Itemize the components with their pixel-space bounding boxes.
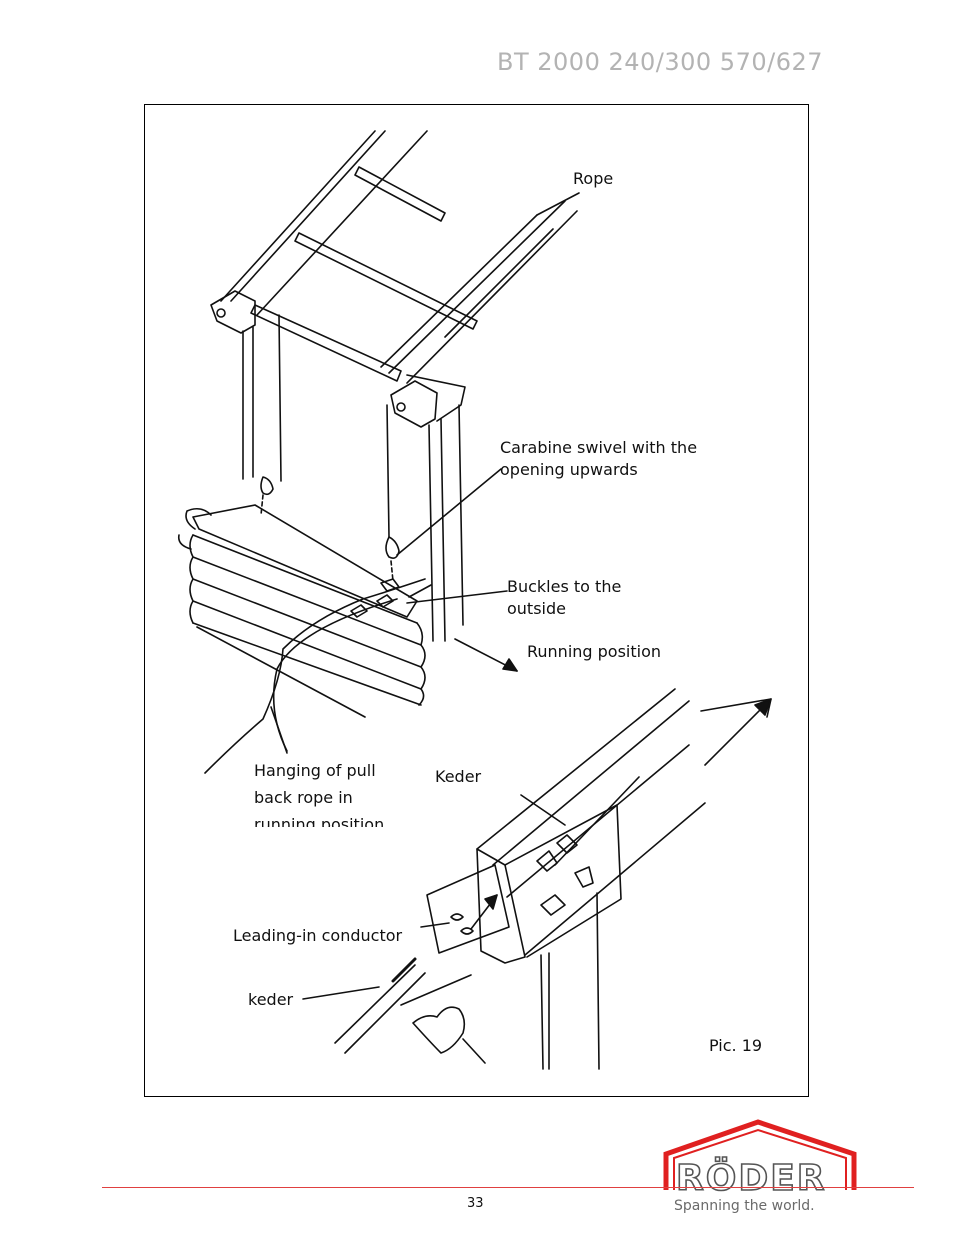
keder-stripe	[391, 957, 417, 983]
lower-keder-1	[334, 964, 416, 1044]
post-1	[540, 954, 544, 1070]
figure-caption: Pic. 19	[709, 1036, 763, 1055]
dashed-drop-right	[390, 560, 394, 582]
carriage-front	[504, 804, 622, 958]
keder-rail-bottom	[524, 802, 706, 956]
figure-frame: Rope Carabine swivel with the opening up…	[144, 104, 809, 1097]
page-number: 33	[467, 1196, 484, 1211]
label-hanging: Hanging of pull back rope in running pos…	[254, 757, 384, 827]
bolt-right	[396, 402, 406, 412]
cover-flap	[177, 507, 212, 550]
pull-back-rope	[204, 578, 426, 774]
cover-fold-5	[192, 622, 422, 706]
leg-3	[278, 314, 282, 482]
lower-keder-2	[344, 972, 426, 1054]
cover-fold-2	[192, 556, 422, 646]
wing-nut-4	[574, 866, 594, 888]
carriage-body	[476, 848, 526, 964]
house-roof-icon	[663, 1119, 857, 1190]
carabine-right	[385, 536, 400, 559]
technical-drawing	[177, 130, 772, 1070]
keder-guide	[400, 974, 472, 1006]
rail-right-inner2	[444, 228, 554, 338]
label-carabine: Carabine swivel with the opening upwards	[500, 437, 697, 481]
leader-leading-in	[420, 922, 450, 928]
label-buckles-line2: outside	[507, 599, 566, 618]
label-buckles: Buckles to the outside	[507, 576, 621, 620]
leg-7	[458, 404, 464, 626]
bracket-left	[210, 290, 256, 334]
dashed-drop-left	[260, 494, 264, 516]
rail-right-outer	[388, 200, 566, 374]
label-keder-upper: Keder	[435, 767, 482, 786]
crossbeam-top	[354, 166, 446, 222]
rope-end	[408, 584, 432, 598]
cover-top	[192, 504, 418, 618]
rail-right-inner	[406, 210, 578, 384]
leg-5	[428, 424, 434, 642]
carriage-box	[426, 864, 510, 954]
post-3	[596, 892, 600, 1070]
upward-arrow-line	[704, 700, 770, 766]
cover-right-edge	[416, 622, 426, 706]
bracket-right	[390, 380, 438, 428]
label-carabine-line2: opening upwards	[500, 460, 638, 479]
cover-bottom	[196, 626, 366, 718]
rail-left-inner	[230, 130, 386, 302]
leader-rope	[536, 192, 580, 216]
label-running-position: Running position	[527, 642, 662, 661]
label-carabine-line1: Carabine swivel with the	[500, 438, 698, 457]
keder-rail-top2	[492, 700, 690, 866]
label-leading-in-conductor: Leading-in conductor	[233, 926, 403, 945]
keder-rail-top	[476, 688, 676, 850]
wing-nut-3	[540, 894, 566, 916]
rail-left-outer	[220, 130, 376, 302]
crossbeam-middle	[294, 232, 478, 330]
label-keder-lower: keder	[248, 990, 294, 1009]
rope-line	[380, 214, 538, 368]
cover-fold-4	[192, 600, 422, 690]
keder-long-arrow	[554, 776, 640, 866]
label-hanging-line1: Hanging of pull	[254, 761, 376, 780]
leader-keder	[520, 794, 566, 826]
buckle-1	[350, 604, 368, 618]
label-hanging-line3: running position	[254, 815, 385, 827]
crossbeam-lower	[250, 304, 402, 382]
cover-fold-1	[192, 534, 418, 624]
cover-fold-3	[192, 578, 422, 668]
carriage-bolt-2	[460, 927, 474, 935]
roder-logo: RÖDER Spanning the world.	[662, 1118, 862, 1218]
label-buckles-line1: Buckles to the	[507, 577, 622, 596]
leader-buckles	[406, 590, 508, 604]
leader-keder-lower	[302, 986, 380, 1000]
carriage-bolt	[450, 913, 464, 921]
footer-divider	[102, 1187, 914, 1188]
label-hanging-line2: back rope in	[254, 788, 353, 807]
leg-6	[440, 418, 446, 642]
rail-right-end	[406, 374, 466, 422]
label-rope: Rope	[573, 169, 614, 188]
leader-carabine	[396, 468, 502, 556]
logo-wordmark: RÖDER	[675, 1157, 827, 1200]
bolt-left	[216, 308, 226, 318]
rail-left-inner2	[256, 130, 428, 316]
hand-outline	[412, 1006, 466, 1054]
cover-left-edge	[189, 534, 194, 624]
logo-slogan: Spanning the world.	[674, 1198, 815, 1214]
leg-4	[386, 404, 390, 538]
hand-wrist	[462, 1038, 486, 1064]
leader-hanging	[270, 706, 288, 754]
wing-nut-2	[556, 834, 578, 854]
carabine-left	[260, 476, 274, 496]
document-title: BT 2000 240/300 570/627	[497, 48, 823, 76]
wing-nut-1	[536, 850, 558, 872]
